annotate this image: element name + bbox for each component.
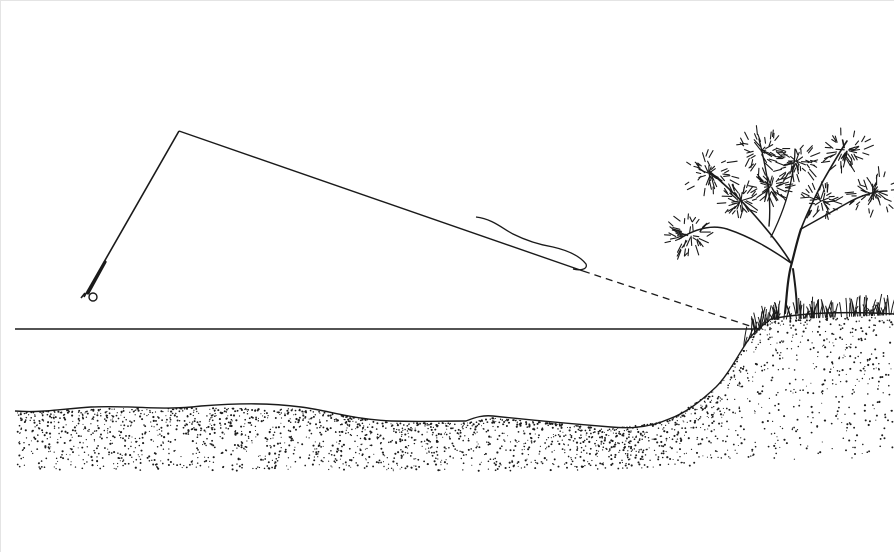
fly-rod [80,130,180,302]
reel-icon [88,292,98,302]
fly-line [178,130,584,272]
stipple-texture [16,316,894,472]
line-loop [475,216,587,271]
riverbed [14,311,894,472]
bank-grass [743,293,894,349]
leader-line [582,270,760,330]
tree-foliage [663,125,894,260]
tree [663,125,894,315]
